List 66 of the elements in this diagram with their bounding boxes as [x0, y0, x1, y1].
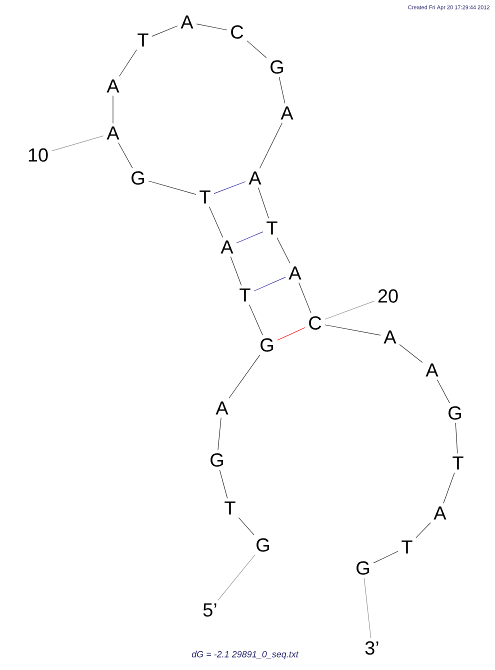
nucleotide-letter: C — [231, 25, 244, 39]
backbone-line — [148, 180, 196, 195]
leader-line — [51, 136, 104, 152]
nucleotide-letter: G — [210, 453, 223, 467]
backbone-line — [196, 24, 228, 30]
backbone-line — [248, 304, 263, 336]
backbone-line — [278, 76, 286, 104]
nucleotide-letter: A — [384, 330, 396, 344]
backbone-line — [436, 379, 450, 404]
nucleotide-letter: T — [138, 33, 148, 47]
base-pair-line — [214, 181, 246, 194]
backbone-line — [228, 354, 260, 399]
backbone-line — [246, 40, 267, 58]
position-number: 20 — [378, 289, 398, 303]
backbone-line — [399, 344, 423, 363]
nucleotide-letter: A — [426, 363, 438, 377]
backbone-line — [119, 49, 137, 77]
backbone-line — [219, 470, 228, 499]
backbone-line — [455, 422, 458, 454]
position-number: 10 — [28, 148, 48, 162]
strand-end-label: 5’ — [203, 603, 216, 617]
backbone-line — [118, 142, 133, 168]
nucleotide-letter: G — [256, 538, 269, 552]
nucleotide-letter: G — [270, 60, 283, 74]
nucleotide-letter: A — [248, 171, 262, 185]
backbone-line — [416, 522, 431, 538]
nucleotide-letter: A — [180, 15, 194, 29]
leader-line — [218, 554, 256, 600]
nucleotide-letter: A — [106, 126, 120, 140]
nucleotide-letter: T — [224, 501, 236, 515]
backbone-line — [324, 324, 381, 336]
nucleotide-letter: T — [266, 221, 278, 235]
backbone-line — [373, 551, 398, 564]
base-pair-line — [236, 232, 264, 244]
nucleotide-letter: G — [132, 171, 144, 185]
backbone-line — [208, 206, 224, 238]
nucleotide-letter: G — [356, 561, 369, 575]
nucleotide-letter: T — [452, 456, 464, 470]
caption: dG = -2.1 29891_0_seq.txt — [192, 650, 299, 660]
nucleotide-letter: A — [288, 266, 302, 280]
nucleotide-letter: C — [309, 316, 322, 330]
backbone-line — [238, 517, 254, 536]
strand-end-label: 3’ — [365, 641, 378, 655]
backbone-line — [112, 95, 114, 124]
nucleotide-letter: A — [280, 106, 294, 120]
leader-line — [364, 578, 372, 638]
nucleotide-letter: G — [260, 338, 273, 352]
backbone-line — [230, 256, 242, 286]
backbone-line — [258, 187, 269, 219]
leader-line — [324, 300, 375, 320]
backbone-line — [443, 472, 455, 504]
nucleotide-letter: A — [434, 506, 446, 520]
backbone-line — [218, 417, 222, 450]
nucleotide-letter: A — [220, 240, 234, 254]
nucleotide-letter: G — [448, 406, 461, 420]
nucleotide-letter: A — [106, 79, 120, 93]
base-pair-line — [277, 327, 306, 340]
nucleotide-letter: T — [200, 190, 210, 204]
base-pair-line — [254, 276, 286, 292]
nucleotide-letter: T — [240, 288, 250, 302]
backbone-line — [259, 122, 282, 169]
backbone-line — [298, 282, 312, 314]
backbone-line — [276, 237, 290, 264]
nucleotide-letter: A — [216, 401, 228, 415]
nucleotide-letter: T — [402, 540, 412, 554]
backbone-line — [152, 26, 178, 37]
